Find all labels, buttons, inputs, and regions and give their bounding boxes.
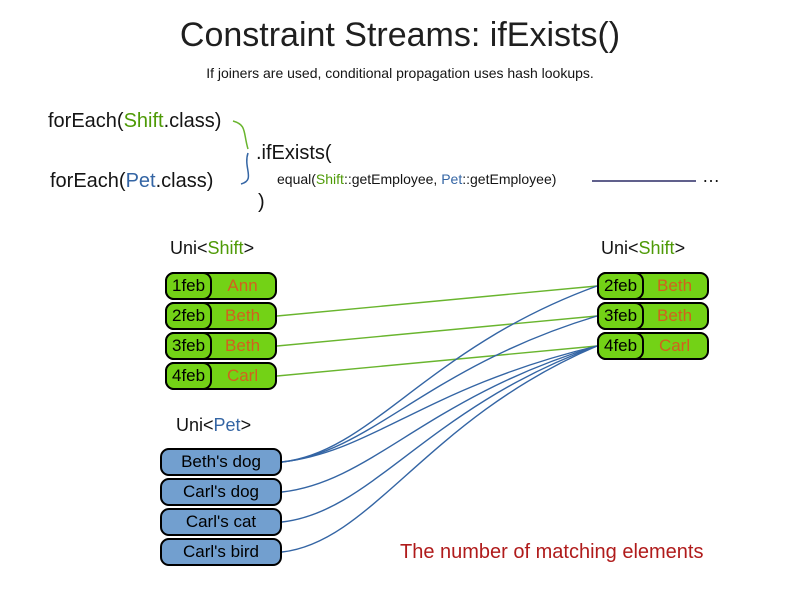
pet-item: Beth's dog: [160, 448, 282, 476]
kept-connection-line: [276, 315, 598, 347]
shift-row: 4feb Carl: [165, 362, 277, 390]
shift-employee-cell: Beth: [225, 306, 261, 325]
right-shift-table: 2feb Beth 3feb Beth 4feb Carl: [597, 272, 709, 360]
shift-row: 1feb Ann: [165, 272, 277, 300]
shift-employee-cell: Beth: [657, 276, 693, 295]
label-part: >: [243, 238, 255, 258]
label-part: >: [240, 415, 252, 435]
page-title: Constraint Streams: ifExists(): [179, 16, 621, 54]
shift-date-cell: 4feb: [597, 332, 645, 360]
left-stream-label: Uni<Shift>: [170, 238, 254, 259]
code-text: ::getEmployee,: [343, 171, 442, 187]
shift-employee-cell: Beth: [657, 306, 693, 325]
shift-date-cell: 3feb: [597, 302, 645, 330]
label-type-shift: Shift: [638, 238, 675, 258]
code-text: forEach(: [50, 170, 126, 192]
kept-connection-line: [276, 285, 598, 317]
joiner-reference-line: [592, 180, 696, 182]
code-shift-ref: Shift: [315, 171, 344, 187]
shift-row: 3feb Beth: [597, 302, 709, 330]
pet-item: Carl's dog: [160, 478, 282, 506]
pet-item: Carl's cat: [160, 508, 282, 536]
ellipsis-text: …: [702, 166, 720, 186]
shift-row: 4feb Carl: [597, 332, 709, 360]
shift-row: 2feb Beth: [165, 302, 277, 330]
label-type-shift: Shift: [207, 238, 244, 258]
shift-employee-cell: Beth: [225, 336, 261, 355]
exists-connection-line: [281, 345, 598, 463]
label-part: Uni<: [601, 238, 639, 258]
code-text: ::getEmployee): [462, 171, 557, 187]
annotation-note-line1: The number of matching elements: [400, 541, 704, 563]
shift-date-cell: 3feb: [165, 332, 213, 360]
left-shift-table: 1feb Ann 2feb Beth 3feb Beth 4feb Carl: [165, 272, 277, 390]
shift-date-cell: 2feb: [165, 302, 213, 330]
label-part: Uni<: [176, 415, 214, 435]
pet-item: Carl's bird: [160, 538, 282, 566]
shift-employee-cell: Carl: [226, 366, 259, 385]
label-type-pet: Pet: [213, 415, 241, 435]
code-text: equal(: [277, 171, 316, 187]
right-stream-label: Uni<Shift>: [601, 238, 685, 259]
annotation-note: The number of matching elements in the s…: [400, 485, 742, 600]
code-ifexists: .ifExists(: [256, 142, 332, 165]
shift-employee-cell: Carl: [658, 336, 691, 355]
code-pet-ref: Pet: [441, 171, 463, 187]
shift-row: 3feb Beth: [165, 332, 277, 360]
pet-stream-label: Uni<Pet>: [176, 415, 251, 436]
code-text: forEach(: [48, 110, 124, 132]
pet-list: Beth's dog Carl's dog Carl's cat Carl's …: [160, 448, 282, 566]
exists-connection-line: [281, 345, 598, 493]
code-shift-class: Shift: [123, 110, 164, 132]
code-foreach-pet: forEach(Pet.class): [50, 170, 213, 193]
code-text: .class): [163, 110, 222, 132]
code-text: .class): [155, 170, 214, 192]
code-foreach-shift: forEach(Shift.class): [48, 110, 221, 133]
shift-row: 2feb Beth: [597, 272, 709, 300]
code-equal-joiner: equal(Shift::getEmployee, Pet::getEmploy…: [277, 171, 556, 187]
brace-lower-blue: [240, 152, 250, 185]
exists-connection-line: [281, 315, 598, 463]
code-text: .ifExists(: [256, 142, 332, 164]
label-part: >: [674, 238, 686, 258]
label-part: Uni<: [170, 238, 208, 258]
code-close-paren: ): [258, 191, 265, 213]
shift-date-cell: 1feb: [165, 272, 213, 300]
brace-upper-green: [232, 120, 249, 150]
code-pet-class: Pet: [125, 170, 156, 192]
page-subtitle: If joiners are used, conditional propaga…: [206, 65, 594, 81]
exists-connection-line: [281, 285, 598, 463]
shift-employee-cell: Ann: [227, 276, 258, 295]
shift-date-cell: 4feb: [165, 362, 213, 390]
kept-connection-line: [276, 345, 598, 377]
shift-date-cell: 2feb: [597, 272, 645, 300]
